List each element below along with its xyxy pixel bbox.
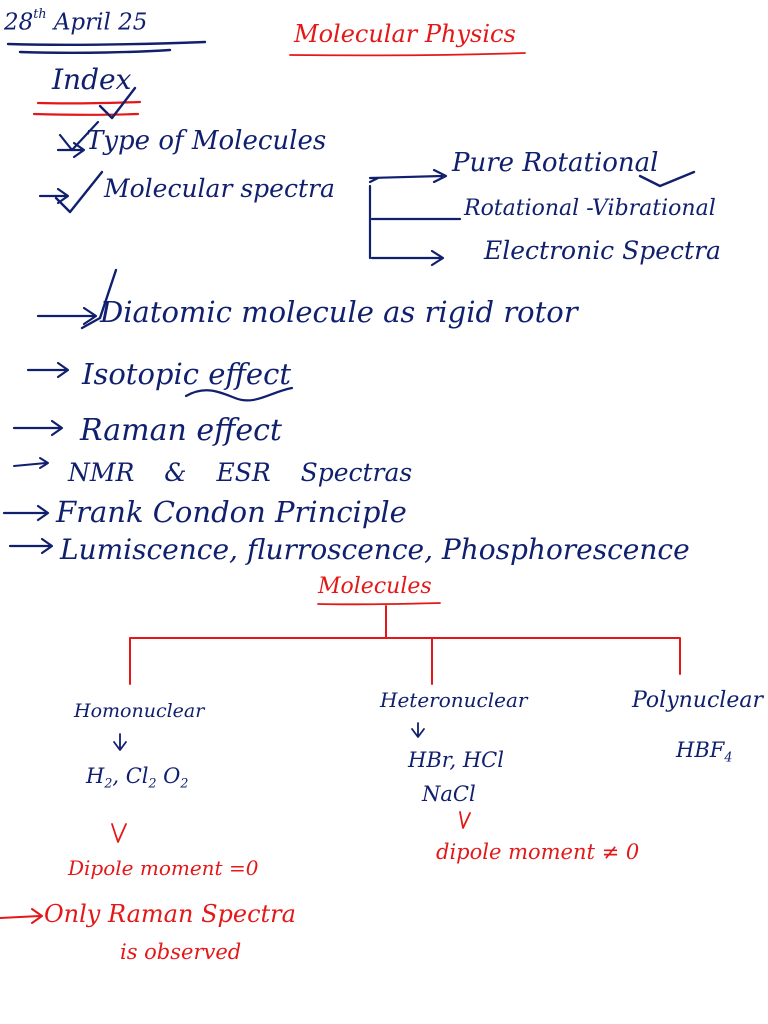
isotopic-scribble (184, 386, 294, 402)
heteronuclear-label: Heteronuclear (380, 688, 528, 712)
heteronuclear-examples-line1: HBr, HCl (408, 748, 504, 772)
arrow-icon (12, 419, 64, 437)
arrow-icon (38, 187, 70, 205)
arrow-icon (13, 457, 49, 469)
index-item-nmr-esr: NMR & ESR Spectras (68, 458, 413, 487)
homonuclear-dipole: Dipole moment =0 (68, 856, 259, 880)
title-underline (289, 52, 526, 57)
homonuclear-examples: H2, Cl2 O2 (86, 764, 189, 791)
heteronuclear-dipole: dipole moment ≠ 0 (436, 840, 640, 864)
arrow-icon (111, 823, 127, 843)
heteronuclear-examples-line2: NaCl (422, 782, 476, 806)
branch-electronic-spectra: Electronic Spectra (484, 236, 721, 265)
branch-pure-rotational: Pure Rotational (452, 148, 659, 178)
tree-root: Molecules (318, 574, 432, 599)
branch-rotational-vibrational: Rotational -Vibrational (464, 196, 716, 221)
tree-lines (129, 605, 681, 685)
homonuclear-label: Homonuclear (74, 700, 205, 722)
arrow-icon (113, 733, 127, 751)
index-item-isotopic-effect: Isotopic effect (82, 357, 291, 391)
branch-bracket (368, 168, 462, 267)
homonuclear-note-line2: is observed (120, 940, 242, 964)
polynuclear-label: Polynuclear (632, 688, 763, 713)
index-item-luminescence: Lumiscence, flurroscence, Phosphorescenc… (60, 533, 690, 566)
arrow-icon (0, 908, 43, 924)
page-title: Molecular Physics (294, 20, 516, 48)
index-item-diatomic-rigid-rotor: Diatomic molecule as rigid rotor (100, 295, 578, 329)
index-check-icon (98, 86, 137, 120)
index-item-raman-effect: Raman effect (80, 413, 282, 448)
arrow-icon (411, 722, 425, 738)
index-item-type-of-molecules: Type of Molecules (86, 126, 327, 156)
check-icon (58, 120, 100, 152)
arrow-icon (459, 811, 471, 829)
index-item-molecular-spectra: Molecular spectra (104, 174, 335, 203)
index-underline (32, 100, 142, 116)
arrow-icon (8, 537, 54, 555)
arrow-icon (26, 361, 70, 379)
polynuclear-example: HBF4 (676, 738, 733, 765)
index-item-frank-condon: Frank Condon Principle (56, 495, 407, 529)
date-underline (6, 40, 207, 55)
arrow-icon (36, 306, 98, 326)
page-date: 28th April 25 (4, 6, 148, 36)
check-icon (638, 170, 696, 188)
check-icon (54, 170, 104, 214)
homonuclear-note-line1: Only Raman Spectra (44, 900, 296, 928)
index-heading: Index (52, 63, 132, 96)
molecules-underline (317, 602, 441, 606)
check-icon (80, 268, 118, 330)
arrow-icon (2, 504, 50, 522)
